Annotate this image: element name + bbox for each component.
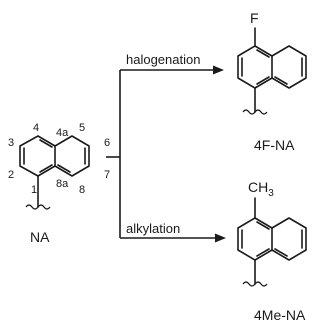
right-ring: [54, 135, 90, 177]
wavy-bond: [242, 109, 268, 115]
position-8: 8: [79, 184, 85, 196]
arrowhead-top: [213, 65, 224, 75]
reaction-arrows: [106, 65, 226, 243]
reactant-label: NA: [30, 229, 50, 245]
product-4me-molecule: [237, 197, 307, 287]
position-3: 3: [8, 137, 14, 149]
double-bond: [39, 164, 53, 173]
left-ring: [19, 135, 56, 177]
position-1: 1: [31, 184, 37, 196]
position-7: 7: [104, 169, 110, 181]
reaction-label-alkylation: alkylation: [126, 221, 180, 236]
right-ring: [271, 45, 307, 89]
reaction-label-halogenation: halogenation: [126, 52, 200, 67]
double-bond: [256, 221, 270, 230]
double-bond: [256, 248, 270, 257]
position-2: 2: [8, 169, 14, 181]
wavy-bond: [242, 281, 268, 287]
double-bond: [256, 49, 270, 58]
arrowhead-bottom: [215, 233, 226, 243]
position-6: 6: [104, 137, 110, 149]
position-5: 5: [79, 122, 85, 134]
product-4f-molecule: [237, 27, 307, 115]
double-bond: [39, 139, 53, 148]
position-4: 4: [33, 122, 39, 134]
double-bond: [274, 248, 288, 257]
product-label-4me-na: 4Me-NA: [254, 307, 306, 323]
wavy-bond: [25, 204, 51, 210]
left-ring: [237, 45, 273, 89]
double-bond: [256, 76, 270, 85]
methyl-substituent: CH3: [248, 179, 274, 199]
fluoro-substituent: F: [250, 10, 259, 26]
position-8a: 8a: [56, 178, 69, 190]
reactant-molecule: 1 2 3 4 4a 5 6 7 8 8a: [8, 122, 110, 210]
product-label-4f-na: 4F-NA: [254, 137, 295, 153]
double-bond: [57, 164, 71, 173]
double-bond: [274, 76, 288, 85]
position-4a: 4a: [56, 127, 69, 139]
right-ring: [271, 217, 307, 261]
left-ring: [237, 217, 273, 261]
